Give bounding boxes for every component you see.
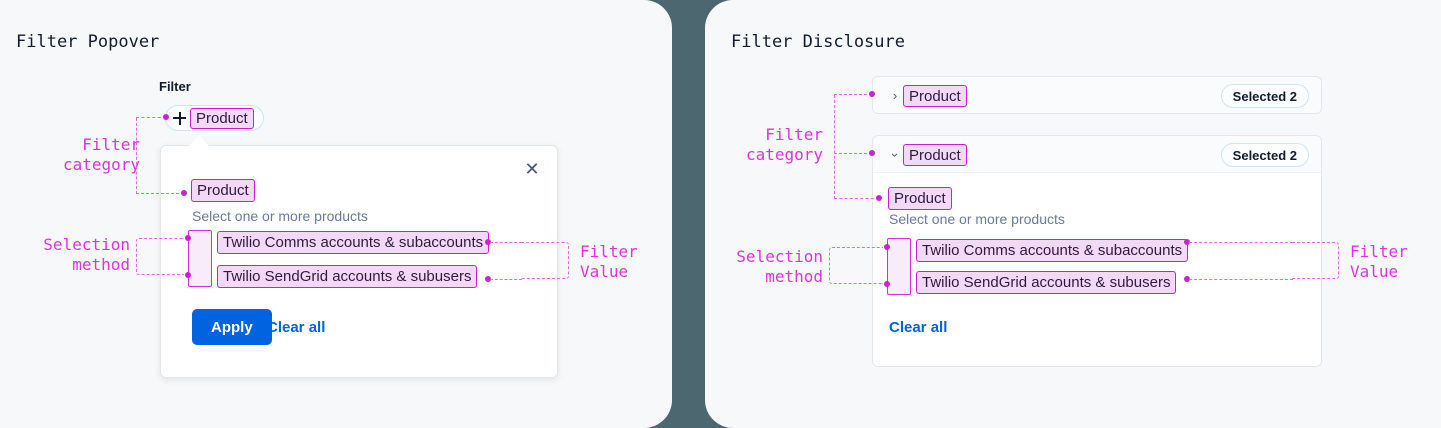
- connector-branch-value-0: [490, 242, 522, 243]
- connector-dot-selection-right-1: [884, 281, 890, 287]
- chevron-down-icon[interactable]: ›: [888, 152, 903, 158]
- disclosure-category-label-collapsed: Product: [903, 85, 967, 107]
- connector-bracket-value-right: [1292, 242, 1339, 279]
- filter-field-label: Filter: [159, 79, 191, 94]
- highlight-selection-method-right: [887, 238, 911, 295]
- popover-category-label: Product: [191, 179, 255, 202]
- disclosure-card-expanded: › Product Selected 2 Product Select one …: [872, 135, 1322, 367]
- connector-branch-category-chip: [136, 117, 166, 118]
- annotation-filter-category-right: Filter category: [745, 125, 823, 164]
- annotation-filter-value-right: Filter Value: [1350, 242, 1408, 281]
- highlight-selection-method-left: [188, 230, 212, 287]
- option-label-0[interactable]: Twilio Comms accounts & subaccounts: [217, 231, 490, 254]
- connector-dot-value-right-0: [1184, 239, 1190, 245]
- connector-dot-selection-0: [185, 235, 191, 241]
- connector-branch-value-1: [490, 279, 522, 280]
- option-label-1[interactable]: Twilio SendGrid accounts & subusers: [217, 265, 478, 288]
- disclosure-clear-all-link[interactable]: Clear all: [889, 319, 948, 336]
- connector-branch-value-right-0: [1189, 242, 1293, 243]
- connector-dot-selection-right-0: [884, 244, 890, 250]
- filter-popover-panel: Filter Popover Filter Product ✕ Product …: [0, 0, 672, 428]
- connector-dot-category-popover: [181, 190, 187, 196]
- close-icon[interactable]: ✕: [524, 158, 540, 179]
- filter-disclosure-panel: Filter Disclosure › Product Selected 2 ›…: [705, 0, 1441, 428]
- connector-dot-cat-row2: [876, 195, 882, 201]
- connector-branch-value-right-1: [1189, 279, 1293, 280]
- connector-branch-cat-row2: [834, 198, 879, 199]
- connector-dot-category-chip: [163, 114, 169, 120]
- disclosure-category-label-expanded: Product: [903, 144, 967, 166]
- connector-dot-value-0: [485, 239, 491, 245]
- filter-popover: ✕ Product Select one or more products Tw…: [160, 145, 558, 378]
- apply-button[interactable]: Apply: [192, 309, 272, 345]
- annotation-selection-method-left: Selection method: [43, 235, 130, 274]
- connector-dot-value-1: [485, 276, 491, 282]
- annotation-filter-category-left: Filter category: [62, 135, 140, 174]
- annotation-selection-method-right: Selection method: [736, 247, 823, 286]
- plus-icon: [173, 111, 186, 125]
- disclosure-option-label-1[interactable]: Twilio SendGrid accounts & subusers: [916, 271, 1177, 294]
- connector-dot-value-right-1: [1184, 276, 1190, 282]
- connector-spine-category-left: [136, 118, 137, 194]
- disclosure-helper-text: Select one or more products: [889, 211, 1065, 227]
- connector-dot-cat-row0: [869, 91, 875, 97]
- status-badge-expanded: Selected 2: [1220, 143, 1309, 167]
- panel-title-right: Filter Disclosure: [731, 32, 905, 52]
- connector-branch-category-popover: [136, 193, 184, 194]
- chevron-right-icon[interactable]: ›: [892, 88, 898, 103]
- annotation-filter-value-left: Filter Value: [580, 242, 638, 281]
- disclosure-option-label-0[interactable]: Twilio Comms accounts & subaccounts: [916, 239, 1189, 262]
- panel-title-left: Filter Popover: [16, 32, 160, 52]
- connector-bracket-value-left: [521, 242, 569, 279]
- connector-branch-cat-row1: [834, 153, 872, 154]
- add-filter-chip-label: Product: [190, 107, 254, 129]
- disclosure-body-label: Product: [888, 187, 952, 210]
- connector-dot-selection-1: [185, 272, 191, 278]
- popover-arrow: [188, 135, 210, 147]
- connector-spine-category-right: [834, 95, 835, 199]
- connector-bracket-selection-right: [829, 247, 883, 284]
- popover-helper-text: Select one or more products: [192, 208, 368, 224]
- connector-branch-cat-row0: [834, 94, 872, 95]
- clear-all-link[interactable]: Clear all: [267, 319, 326, 336]
- connector-bracket-selection-left: [136, 238, 184, 275]
- add-filter-chip[interactable]: Product: [165, 105, 264, 131]
- disclosure-card-collapsed[interactable]: › Product Selected 2: [872, 76, 1322, 114]
- status-badge-collapsed: Selected 2: [1220, 84, 1309, 108]
- connector-dot-cat-row1: [869, 150, 875, 156]
